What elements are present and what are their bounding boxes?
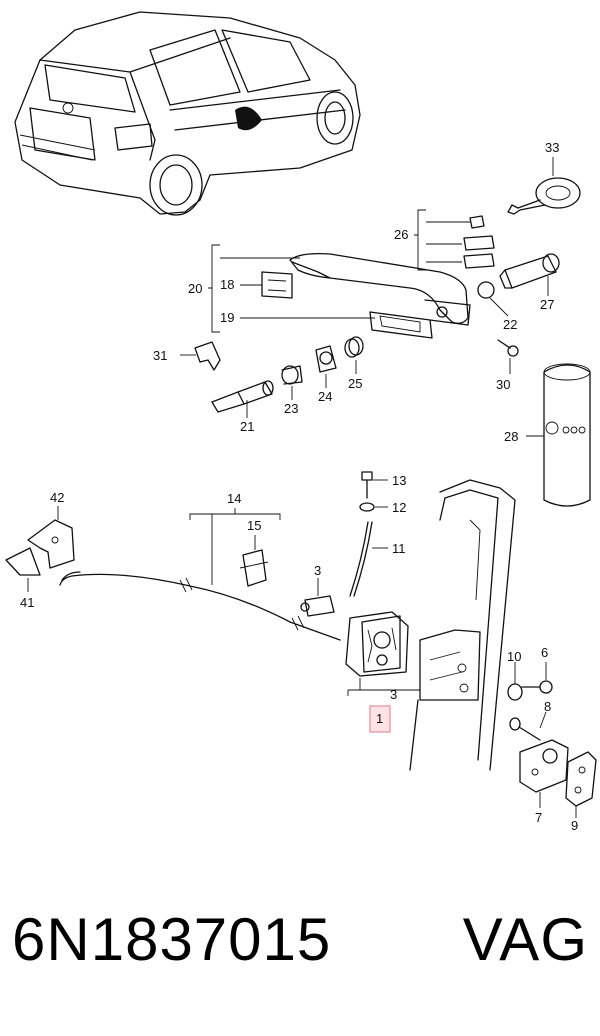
callout-22: 22 (503, 317, 517, 332)
callout-3-lower: 3 (390, 687, 397, 702)
callout-12: 12 (392, 500, 406, 515)
callout-6: 6 (541, 645, 548, 660)
callout-7: 7 (535, 810, 542, 825)
callout-25: 25 (348, 376, 362, 391)
callout-27: 27 (540, 297, 554, 312)
door-lock-part-1 (345, 611, 409, 677)
clip-part-15 (239, 549, 269, 587)
callout-13: 13 (392, 473, 406, 488)
callout-23: 23 (284, 401, 298, 416)
callout-3-upper: 3 (314, 563, 321, 578)
sleeve-part-10 (507, 683, 523, 701)
callout-11: 11 (392, 541, 406, 556)
clip-part-31 (194, 341, 221, 371)
ring-part-22 (477, 281, 495, 299)
bolt-part-13 (361, 471, 373, 499)
callout-41: 41 (20, 595, 34, 610)
bolt-part-6 (521, 680, 553, 694)
footer: 6N1837015 VAG (0, 905, 600, 1015)
callout-10: 10 (507, 649, 521, 664)
striker-part-7 (519, 739, 569, 793)
barrel-part-21 (211, 380, 274, 413)
callout-26: 26 (394, 227, 408, 242)
screw-part-30 (497, 339, 519, 357)
car-illustration (14, 11, 361, 216)
spring-part-25 (344, 336, 364, 358)
callout-31: 31 (153, 348, 167, 363)
part-24 (315, 345, 337, 373)
callout-19: 19 (220, 310, 234, 325)
callout-15: 15 (247, 518, 261, 533)
spray-can-part-28 (543, 363, 591, 507)
callout-42: 42 (50, 490, 64, 505)
part-number: 6N1837015 (12, 906, 332, 973)
part-23 (281, 365, 303, 385)
bracket-part-41-42 (5, 519, 75, 576)
callout-33: 33 (545, 140, 559, 155)
parts-diagram: 33 26 20 18 19 22 27 31 30 25 24 23 21 2… (5, 11, 597, 833)
callout-20: 20 (188, 281, 202, 296)
callout-18: 18 (220, 277, 234, 292)
washer-part-12 (359, 502, 375, 512)
callout-9: 9 (571, 818, 578, 833)
callout-24: 24 (318, 389, 332, 404)
key-part-33 (507, 177, 581, 215)
plate-part-9 (565, 751, 597, 807)
callout-28: 28 (504, 429, 518, 444)
door-frame (409, 479, 516, 771)
callout-21: 21 (240, 419, 254, 434)
screw-part-8 (509, 717, 541, 741)
callout-30: 30 (496, 377, 510, 392)
clips-part-26 (463, 215, 495, 269)
highlight-box-part-1 (369, 705, 391, 733)
callout-8: 8 (544, 699, 551, 714)
brand-name: VAG (462, 906, 588, 973)
lock-cylinder-part-27 (499, 253, 560, 289)
callout-14: 14 (227, 491, 241, 506)
connector-part-3 (300, 595, 335, 617)
door-handle-assembly (261, 252, 471, 339)
callout-1: 1 (376, 711, 383, 726)
rod-part-11 (349, 521, 369, 597)
cable-part-14 (59, 571, 341, 641)
